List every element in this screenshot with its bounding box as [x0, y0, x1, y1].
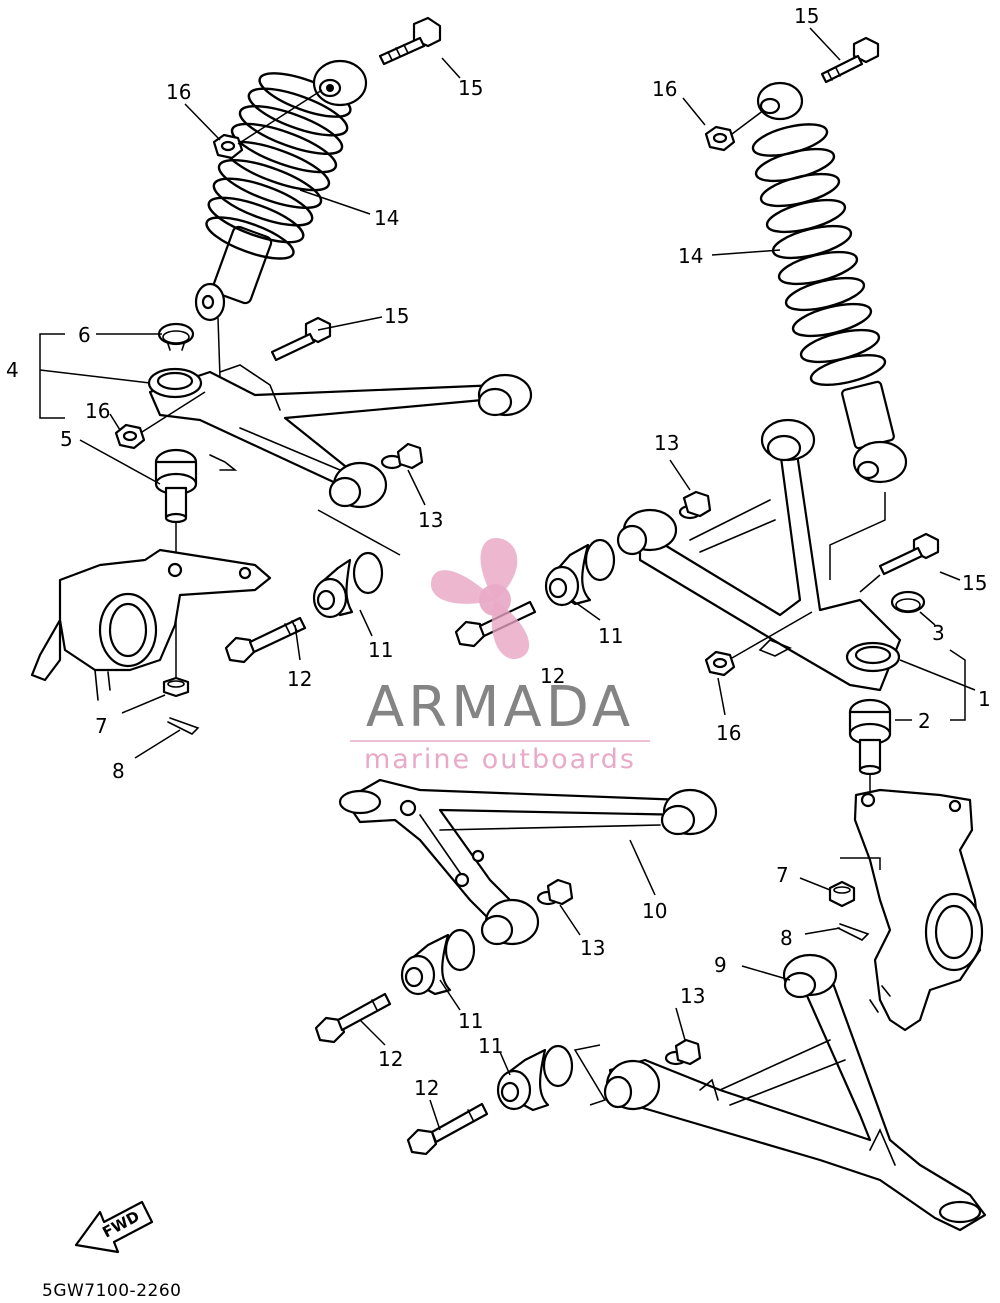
bushing-11-left-top: [312, 509, 401, 619]
nut-16-mid-left: [114, 391, 206, 450]
shock-spring-right: [751, 123, 887, 387]
callout-13: 13: [418, 508, 443, 532]
callout-16: 16: [166, 80, 191, 104]
nut-13-top-right: [678, 490, 712, 520]
drawing-code: 5GW7100-2260: [42, 1281, 181, 1301]
callout-14: 14: [374, 206, 399, 230]
callout-11: 11: [368, 638, 393, 662]
callout-16: 16: [85, 399, 110, 423]
callout-15: 15: [962, 571, 987, 595]
callout-7: 7: [95, 714, 108, 738]
nut-16-top-left: [212, 89, 323, 160]
callout-14: 14: [678, 244, 703, 268]
bolt-12-lower-mid: [314, 992, 392, 1044]
watermark-tagline: marine outboards: [364, 744, 636, 775]
callout-10: 10: [642, 899, 667, 923]
callout-13: 13: [654, 431, 679, 455]
front-shock-absorber-left: [194, 59, 368, 379]
watermark: ARMADA marine outboards: [350, 538, 650, 775]
callout-3: 3: [932, 621, 945, 645]
watermark-brand: ARMADA: [366, 675, 634, 740]
ball-joint-2: [848, 698, 892, 800]
callout-7: 7: [776, 863, 789, 887]
propeller-logo: [430, 538, 530, 660]
callout-15: 15: [384, 304, 409, 328]
callout-12: 12: [540, 664, 565, 688]
callout-16: 16: [652, 77, 677, 101]
callout-8: 8: [780, 926, 793, 950]
steering-knuckle-right: [840, 788, 984, 1032]
callout-labels: 16 15 14 15 6 4 16 5 13 11 12 7 8 15 16 …: [6, 4, 991, 1100]
callout-15: 15: [458, 76, 483, 100]
callout-13: 13: [580, 936, 605, 960]
bushing-11-right-top: [544, 538, 616, 607]
lower-arm-10: [338, 778, 718, 946]
callout-6: 6: [78, 323, 91, 347]
callout-9: 9: [714, 953, 727, 977]
callout-8: 8: [112, 759, 125, 783]
nut-16-right-mid: [704, 611, 813, 677]
callout-2: 2: [918, 709, 931, 733]
ball-joint-5: [154, 448, 198, 680]
callout-15: 15: [794, 4, 819, 28]
castle-nut-7-right: [828, 880, 856, 908]
lower-arm-9: [603, 953, 987, 1232]
callout-11: 11: [458, 1009, 483, 1033]
callout-leader-lines: [39, 27, 976, 1131]
callout-4: 4: [6, 358, 19, 382]
nut-16-top-right: [704, 109, 765, 152]
upper-arm-left: [147, 364, 533, 509]
shock-spring-left: [205, 72, 352, 260]
bolt-15-top-left: [378, 16, 442, 66]
forward-direction-arrow: FWD: [74, 1200, 154, 1254]
bolt-12-lower-left: [406, 1102, 489, 1156]
circlip-6: [157, 322, 195, 351]
cotter-pin-8-right: [837, 923, 870, 941]
callout-1: 1: [978, 687, 991, 711]
callout-12: 12: [287, 667, 312, 691]
bolt-15-top-right: [820, 36, 880, 84]
callout-11: 11: [478, 1034, 503, 1058]
callout-13: 13: [680, 984, 705, 1008]
bolt-15-mid-left: [270, 316, 383, 362]
callout-12: 12: [378, 1047, 403, 1071]
callout-16: 16: [716, 721, 741, 745]
bushing-11-lower-right: [496, 1044, 607, 1112]
circlip-3: [890, 590, 926, 614]
castle-nut-7-left: [162, 676, 190, 698]
cotter-pin-8-left: [167, 717, 200, 735]
rear-shock-absorber-right: [751, 81, 908, 580]
bushing-11-lower-mid: [400, 928, 476, 996]
callout-5: 5: [60, 427, 73, 451]
upper-arm-right: [616, 418, 902, 692]
callout-11: 11: [598, 624, 623, 648]
bolt-12-left-top: [224, 616, 307, 664]
nut-13-lower-mid: [536, 878, 574, 906]
nut-13-top-left: [380, 442, 424, 470]
callout-12: 12: [414, 1076, 439, 1100]
bolt-15-right-mid: [859, 532, 940, 593]
nut-13-lower-right: [664, 1038, 702, 1066]
steering-knuckle-left: [30, 548, 272, 701]
